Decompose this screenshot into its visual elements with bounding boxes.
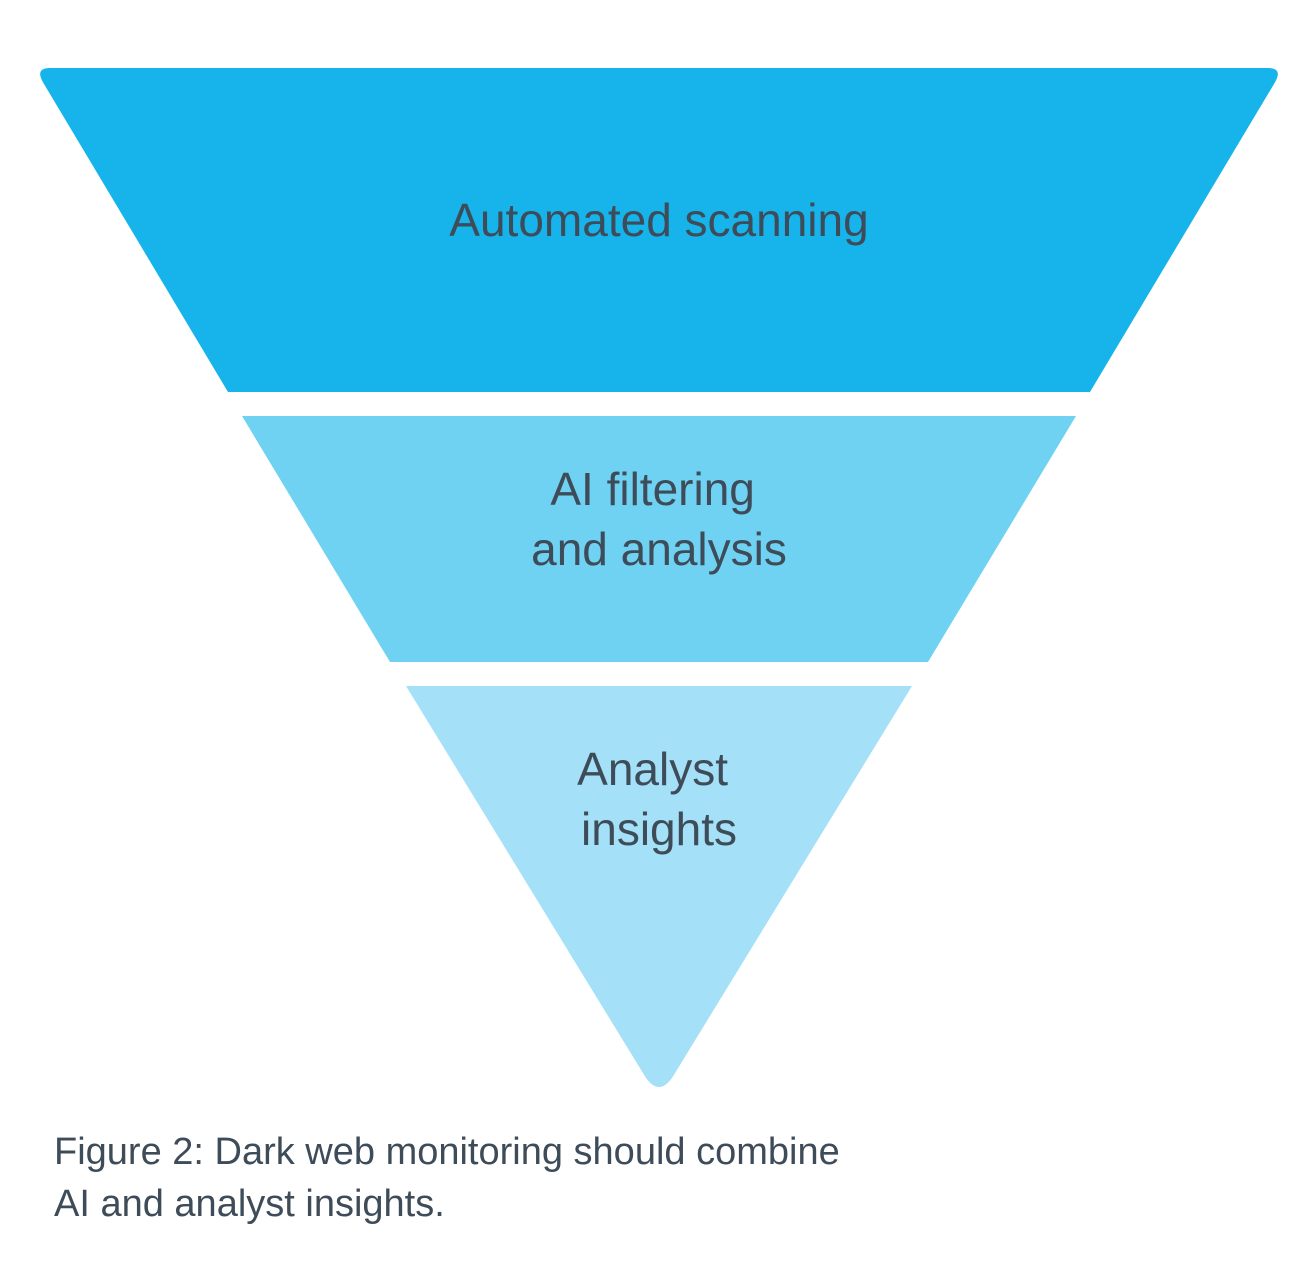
figure-caption-line: Figure 2: Dark web monitoring should com… xyxy=(54,1131,840,1173)
tier-analyst-insights-label: Analyst insights xyxy=(577,743,741,855)
tier-ai-filtering-shape xyxy=(242,416,1076,662)
tier-automated-scanning-label: Automated scanning xyxy=(449,194,868,246)
figure-caption: Figure 2: Dark web monitoring should com… xyxy=(54,1126,1254,1230)
tier-ai-filtering: AI filtering and analysis xyxy=(242,416,1076,662)
funnel-diagram: Automated scanning AI filtering and anal… xyxy=(40,68,1278,1087)
tier-analyst-insights: Analyst insights xyxy=(406,686,912,1087)
tier-analyst-insights-shape xyxy=(406,686,912,1087)
figure-caption-line: AI and analyst insights. xyxy=(54,1183,445,1225)
tier-ai-filtering-label: AI filtering and analysis xyxy=(531,463,787,575)
tier-automated-scanning-shape xyxy=(40,68,1278,392)
tier-automated-scanning: Automated scanning xyxy=(40,68,1278,392)
